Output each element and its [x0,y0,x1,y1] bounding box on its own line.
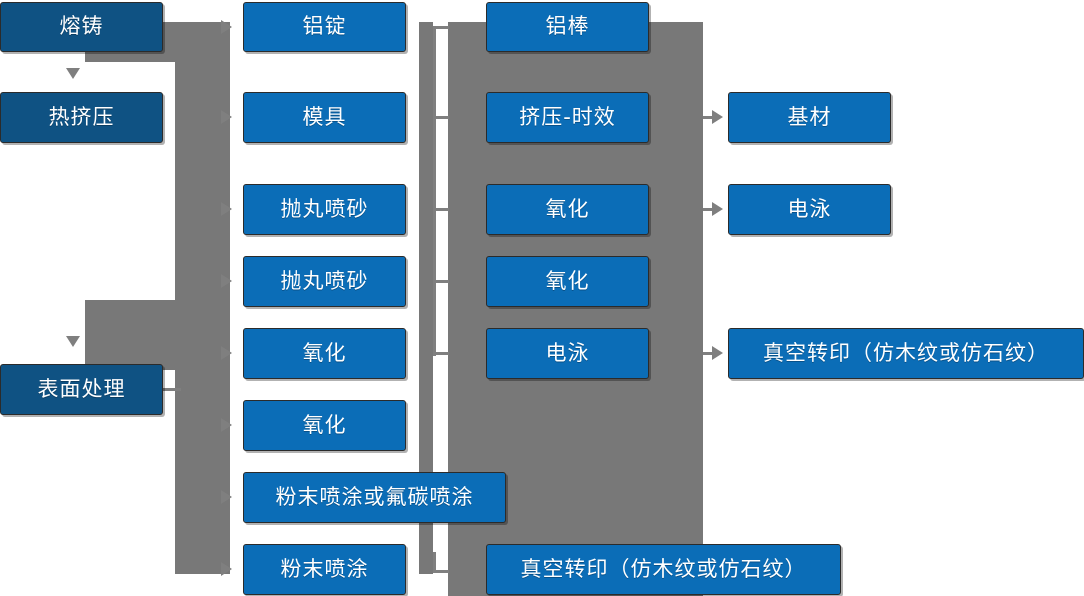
rail-tick-shot-blast-2 [433,280,449,283]
arrow-to-oxidation-2 [221,418,232,432]
stage-band-mid-arm [85,300,180,370]
arrow-to-powder-or-pvdf [221,490,232,504]
arrow-to-vacuum-transfer [712,346,723,360]
mat-shot-blast-1[interactable]: 抛丸喷砂 [243,184,406,235]
out-base-material[interactable]: 基材 [728,92,891,143]
proc-aluminium-bar[interactable]: 铝棒 [486,2,649,52]
rail-tick-vertical-lower [433,552,436,573]
mat-powder-coating[interactable]: 粉末喷涂 [243,544,406,595]
proc-extrude-aging[interactable]: 挤压-时效 [486,92,649,143]
arrow-stem-base-material [703,116,715,119]
proc-oxidation-2[interactable]: 氧化 [486,256,649,307]
stage-surface-finish[interactable]: 表面处理 [0,364,163,415]
proc-electrophoresis[interactable]: 电泳 [486,328,649,379]
out-electrophoresis[interactable]: 电泳 [728,184,891,235]
stage-melt-cast[interactable]: 熔铸 [0,2,163,52]
rail-tick-vertical-upper [433,26,436,356]
rail-tick-oxidation-1 [433,352,449,355]
mat-mould[interactable]: 模具 [243,92,406,143]
arrow-to-shot-blast-2 [221,274,232,288]
proc-oxidation-1[interactable]: 氧化 [486,184,649,235]
arrow-to-base-material [712,110,723,124]
arrow-down-extrusion-to-surface [66,336,80,347]
stage-hot-extrusion[interactable]: 热挤压 [0,92,163,143]
rail-tick-ingot [433,26,449,29]
mat-oxidation-2[interactable]: 氧化 [243,400,406,451]
arrow-to-electrophoresis [712,202,723,216]
out-vacuum-transfer[interactable]: 真空转印（仿木纹或仿石纹） [728,328,1084,379]
arrow-to-shot-blast-1 [221,202,232,216]
arrow-stem-vacuum-transfer [703,352,715,355]
arrow-to-aluminium-ingot [221,20,232,34]
proc-vacuum-transfer[interactable]: 真空转印（仿木纹或仿石纹） [486,544,841,595]
rail-tick-shot-blast-1 [433,208,449,211]
mat-oxidation-1[interactable]: 氧化 [243,328,406,379]
process-rail-left [419,22,433,574]
mat-powder-or-pvdf[interactable]: 粉末喷涂或氟碳喷涂 [243,472,506,523]
arrow-down-melt-to-extrusion [66,68,80,79]
mat-shot-blast-2[interactable]: 抛丸喷砂 [243,256,406,307]
arrow-to-mould [221,110,232,124]
rail-tick-powder-coating [433,570,449,573]
rail-tick-mould [433,116,449,119]
stage-band-vertical [175,22,230,574]
arrow-to-oxidation-1 [221,346,232,360]
arrow-to-powder-coating [221,562,232,576]
connector-surface-finish-stem [163,388,181,391]
mat-aluminium-ingot[interactable]: 铝锭 [243,2,406,52]
arrow-stem-electrophoresis [703,208,715,211]
